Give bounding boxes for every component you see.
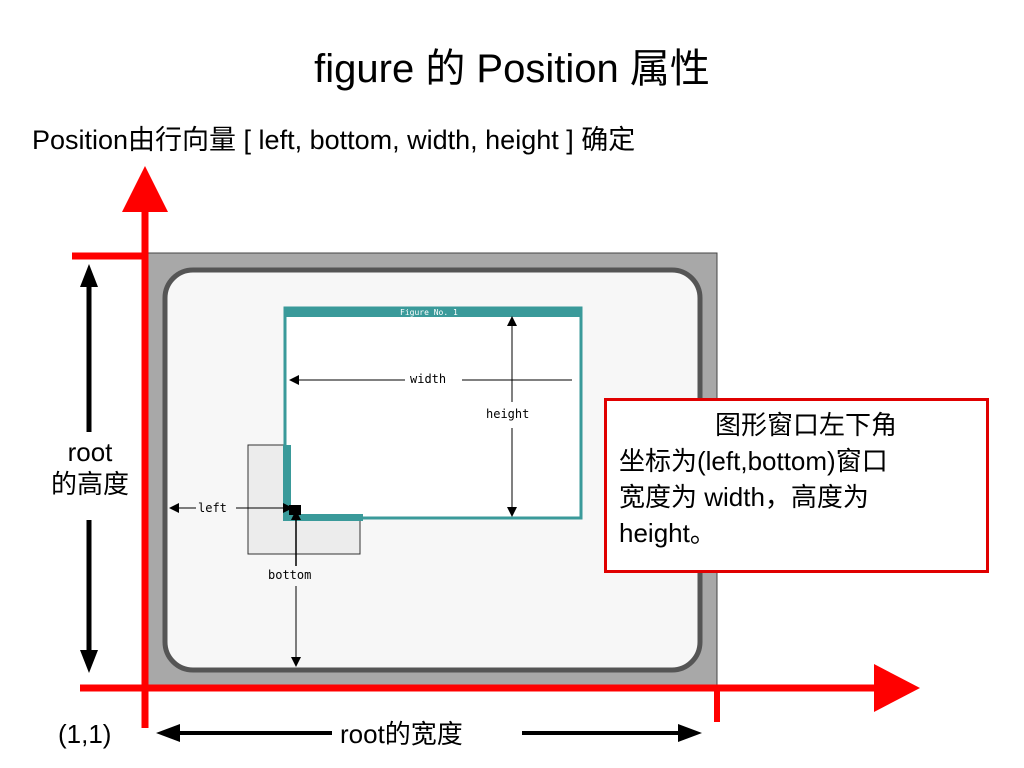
- figure-window-bottom-edge: [283, 514, 363, 521]
- left-label: left: [198, 501, 227, 515]
- root-height-arrowhead-up: [80, 264, 98, 287]
- root-height-label: root 的高度: [38, 436, 142, 500]
- width-label: width: [407, 372, 450, 386]
- figure-window-titlebar: [285, 308, 581, 317]
- slide-subtitle: Position由行向量 [ left, bottom, width, heig…: [32, 125, 636, 155]
- corner-marker: [289, 505, 301, 515]
- origin-label: (1,1): [58, 719, 112, 749]
- callout-line4: height。: [619, 518, 716, 548]
- y-axis-arrowhead: [122, 166, 168, 212]
- root-width-arrowhead-left: [156, 724, 180, 742]
- figure-window-title: Figure No. 1: [400, 308, 458, 317]
- callout-line2: 坐标为(left,bottom)窗口: [619, 446, 888, 476]
- slide-title: figure 的 Position 属性: [314, 47, 710, 91]
- callout-line1-text: 图形窗口左下角: [715, 410, 898, 440]
- figure-window: [283, 306, 583, 520]
- callout-box: 图形窗口左下角 坐标为(left,bottom)窗口 宽度为 width，高度为…: [604, 398, 989, 573]
- height-label: height: [484, 407, 532, 421]
- root-width-label: root的宽度: [340, 719, 463, 749]
- root-height-label-line1: root: [67, 437, 113, 467]
- callout-line1: 图形窗口左下角: [619, 407, 972, 443]
- x-axis-arrowhead: [874, 664, 920, 712]
- figure-window-left-edge: [283, 445, 291, 518]
- bottom-label: bottom: [268, 568, 312, 582]
- callout-line3: 宽度为 width，高度为: [619, 482, 869, 512]
- root-height-arrowhead-down: [80, 650, 98, 673]
- root-height-label-line2: 的高度: [50, 469, 129, 499]
- root-width-arrowhead-right: [678, 724, 702, 742]
